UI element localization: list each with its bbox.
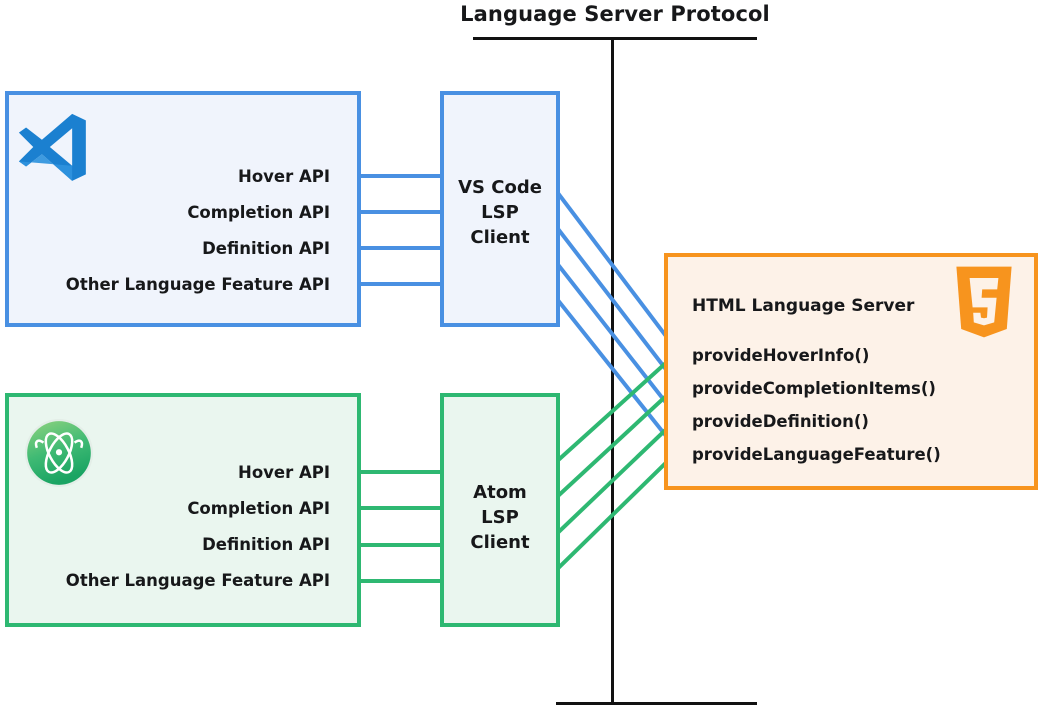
api-label-hover: Hover API [238,463,330,482]
server-method-list: provideHoverInfo() provideCompletionItem… [692,344,941,476]
method-provide-definition: provideDefinition() [692,412,869,431]
atom-to-server-links [542,349,681,584]
atom-logo [24,418,94,488]
atom-client-line-1: Atom [473,482,527,503]
api-label-hover: Hover API [238,167,330,186]
vscode-client-line-1: VS Code [458,177,542,198]
api-label-completion: Completion API [187,203,330,222]
atom-client-line-3: Client [470,532,530,553]
vscode-logo [18,113,86,181]
method-provide-completion-items: provideCompletionItems() [692,379,936,398]
api-label-other-language-feature: Other Language Feature API [65,571,330,590]
vscode-client-line-2: LSP [481,202,519,223]
vscode-to-server-links [542,173,681,454]
api-label-definition: Definition API [202,239,330,258]
vscode-lsp-client-box: VS Code LSP Client [440,91,560,327]
api-label-completion: Completion API [187,499,330,518]
method-provide-hover-info: provideHoverInfo() [692,346,870,365]
html5-logo [956,266,1012,338]
api-label-definition: Definition API [202,535,330,554]
vscode-ladder-rails [357,160,444,300]
page-title: Language Server Protocol [460,2,770,26]
server-title: HTML Language Server [692,296,915,316]
atom-api-connectors [347,470,449,583]
atom-client-line-2: LSP [481,507,519,528]
vscode-client-line-3: Client [470,227,530,248]
atom-api-list: Hover API Completion API Definition API … [10,460,330,604]
atom-lsp-client-box: Atom LSP Client [440,393,560,627]
api-label-other-language-feature: Other Language Feature API [65,275,330,294]
atom-ladder-rails [357,456,444,597]
vscode-api-list: Hover API Completion API Definition API … [10,164,330,308]
vscode-api-connectors [347,174,449,286]
method-provide-language-feature: provideLanguageFeature() [692,445,941,464]
